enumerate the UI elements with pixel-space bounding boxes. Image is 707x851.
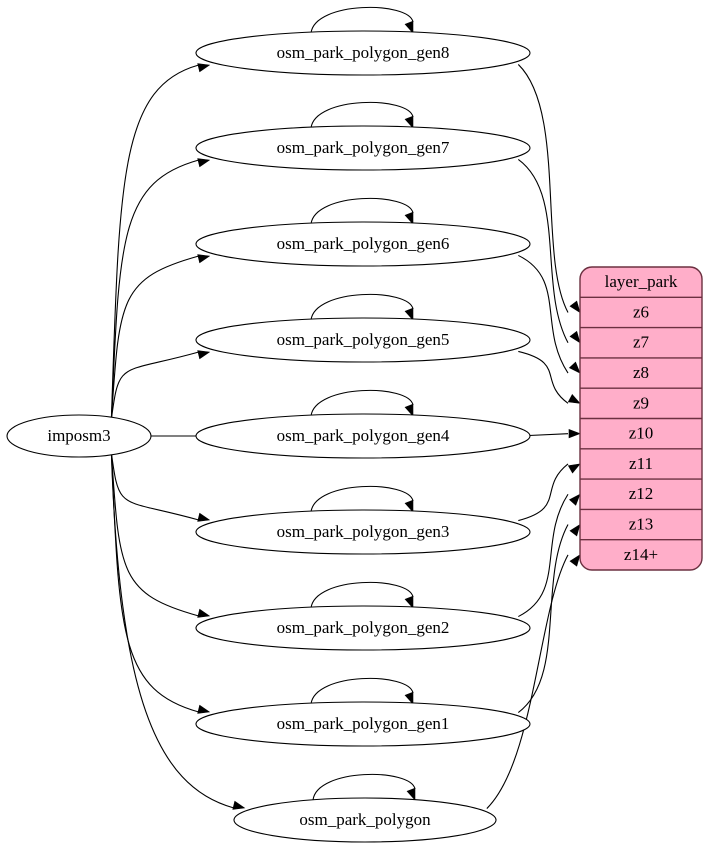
arrowhead-gen8-to-z6 bbox=[569, 300, 581, 314]
arrowhead-gen7-to-z7 bbox=[569, 330, 581, 344]
node-gen7[interactable] bbox=[195, 125, 531, 171]
edge-gen7-to-z7 bbox=[517, 158, 569, 344]
edge-imposm3-to-base bbox=[110, 453, 234, 809]
arrowhead-self-loop-base bbox=[406, 787, 416, 801]
layer-park-table: layer_park z6 z7 z8 z9 z10 z11 z12 z13 z14+ bbox=[579, 266, 703, 571]
node-gen5[interactable] bbox=[195, 317, 531, 363]
edge-imposm3-to-gen5 bbox=[110, 351, 199, 419]
node-gen8[interactable] bbox=[195, 30, 531, 76]
arrowhead-gen1-to-z13 bbox=[569, 523, 581, 537]
arrowhead-imposm3-to-gen3 bbox=[197, 512, 211, 522]
edge-imposm3-to-gen7 bbox=[110, 159, 199, 419]
table-row-label-z14+: z14+ bbox=[624, 545, 658, 564]
arrowhead-self-loop-gen4 bbox=[404, 403, 414, 417]
node-label-gen3: osm_park_polygon_gen3 bbox=[277, 522, 450, 541]
arrowhead-gen6-to-z8 bbox=[568, 361, 581, 374]
node-gen6[interactable] bbox=[195, 221, 531, 267]
arrowhead-self-loop-gen1 bbox=[404, 691, 414, 705]
node-label-gen5: osm_park_polygon_gen5 bbox=[277, 330, 450, 349]
self-loop-group bbox=[310, 6, 416, 801]
edge-gen3-to-z11 bbox=[518, 463, 569, 522]
node-label-gen6: osm_park_polygon_gen6 bbox=[277, 234, 450, 253]
node-base[interactable] bbox=[233, 797, 497, 843]
arrowhead-self-loop-gen8 bbox=[404, 20, 414, 34]
edge-base-to-z14+ bbox=[486, 554, 569, 809]
self-loop-gen6 bbox=[310, 197, 414, 225]
node-label-base: osm_park_polygon bbox=[299, 810, 431, 829]
arrowhead-imposm3-to-base bbox=[232, 800, 246, 810]
edge-gen6-to-z8 bbox=[518, 254, 569, 374]
edges-to-table-group bbox=[486, 64, 581, 809]
edge-imposm3-to-gen1 bbox=[110, 453, 199, 713]
node-label-gen7: osm_park_polygon_gen7 bbox=[277, 138, 450, 157]
arrowhead-imposm3-to-gen6 bbox=[197, 254, 211, 264]
arrowhead-gen3-to-z11 bbox=[567, 463, 581, 474]
table-row-label-z8: z8 bbox=[633, 363, 649, 382]
arrowhead-self-loop-gen3 bbox=[404, 499, 414, 513]
node-label-gen2: osm_park_polygon_gen2 bbox=[277, 618, 450, 637]
node-gen3[interactable] bbox=[195, 509, 531, 555]
table-row-label-z11: z11 bbox=[629, 454, 653, 473]
edge-imposm3-to-gen6 bbox=[110, 255, 199, 419]
edge-gen1-to-z13 bbox=[517, 524, 569, 713]
self-loop-gen8 bbox=[310, 6, 414, 34]
node-imposm3[interactable] bbox=[6, 414, 152, 458]
self-loop-gen5 bbox=[310, 293, 414, 321]
arrowhead-imposm3-to-gen1 bbox=[197, 704, 211, 714]
arrowhead-self-loop-gen7 bbox=[404, 115, 414, 129]
arrowhead-self-loop-gen6 bbox=[404, 211, 414, 225]
table-row-label-z6: z6 bbox=[633, 302, 649, 321]
edge-gen5-to-z9 bbox=[518, 350, 569, 404]
self-loop-gen1 bbox=[310, 677, 414, 705]
arrowhead-base-to-z14+ bbox=[569, 554, 581, 567]
arrowhead-gen4-to-z10 bbox=[568, 429, 581, 439]
source-node-group: imposm3 bbox=[6, 414, 152, 458]
node-label-gen4: osm_park_polygon_gen4 bbox=[277, 426, 450, 445]
node-label-gen8: osm_park_polygon_gen8 bbox=[277, 43, 450, 62]
self-loop-gen3 bbox=[310, 485, 414, 513]
arrowhead-imposm3-to-gen8 bbox=[197, 63, 211, 73]
table-row-label-z10: z10 bbox=[629, 424, 654, 443]
table-header-label: layer_park bbox=[605, 272, 678, 291]
table-row-label-z7: z7 bbox=[633, 333, 650, 352]
arrowhead-self-loop-gen2 bbox=[404, 595, 414, 609]
arrowhead-self-loop-gen5 bbox=[404, 307, 414, 321]
table-row-label-z12: z12 bbox=[629, 484, 654, 503]
edge-imposm3-to-gen2 bbox=[110, 453, 199, 617]
self-loop-gen7 bbox=[310, 101, 414, 129]
edge-imposm3-to-gen3 bbox=[110, 453, 199, 521]
self-loop-gen4 bbox=[310, 389, 414, 417]
node-label-imposm3: imposm3 bbox=[47, 426, 110, 445]
node-group: osm_park_polygon_gen8 osm_park_polygon_ge… bbox=[195, 30, 531, 843]
arrowhead-imposm3-to-gen2 bbox=[197, 608, 211, 618]
node-gen4[interactable] bbox=[195, 413, 531, 459]
edge-imposm3-to-gen8 bbox=[110, 64, 199, 419]
arrowhead-imposm3-to-gen5 bbox=[197, 350, 211, 360]
node-gen1[interactable] bbox=[195, 701, 531, 747]
arrowhead-gen2-to-z12 bbox=[569, 493, 581, 506]
edge-gen2-to-z12 bbox=[518, 493, 569, 618]
edge-gen8-to-z6 bbox=[517, 64, 569, 313]
self-loop-base bbox=[312, 773, 416, 801]
node-label-gen1: osm_park_polygon_gen1 bbox=[277, 714, 450, 733]
node-gen2[interactable] bbox=[195, 605, 531, 651]
arrowhead-imposm3-to-gen7 bbox=[197, 158, 211, 168]
self-loop-gen2 bbox=[310, 581, 414, 609]
table-row-label-z9: z9 bbox=[633, 393, 649, 412]
table-row-label-z13: z13 bbox=[629, 514, 654, 533]
arrowhead-gen5-to-z9 bbox=[567, 393, 581, 404]
